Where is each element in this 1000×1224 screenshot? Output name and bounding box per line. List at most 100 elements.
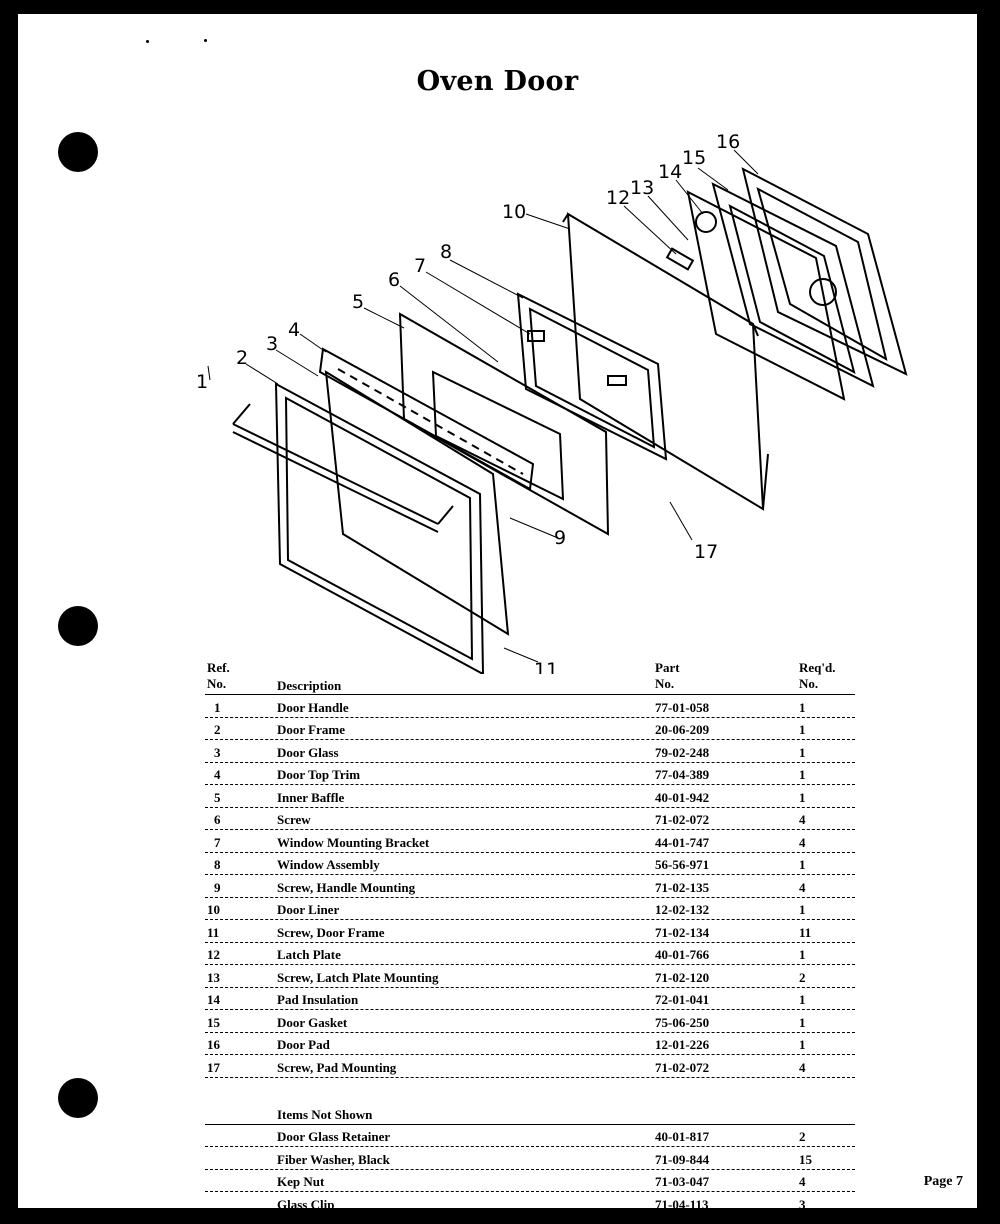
required-quantity: 3	[799, 1196, 806, 1209]
pad-insulation-part	[686, 190, 846, 401]
callout-10: 10	[502, 201, 526, 223]
part-description: Fiber Washer, Black	[277, 1151, 390, 1167]
part-description: Door Gasket	[277, 1014, 348, 1030]
items-not-shown-label: Items Not Shown	[277, 1106, 373, 1122]
header-qty-line1: Req'd.	[799, 660, 836, 675]
callout-15: 15	[682, 147, 706, 169]
part-description: Kep Nut	[277, 1174, 325, 1189]
header-description: Description	[277, 678, 342, 693]
door-pad-part	[741, 167, 908, 376]
door-frame-part	[274, 382, 485, 674]
part-number: 75-06-250	[655, 1014, 710, 1030]
required-quantity: 4	[799, 1059, 806, 1075]
ref-number: 16	[207, 1037, 220, 1052]
callout-3: 3	[266, 333, 278, 355]
required-quantity: 4	[799, 812, 806, 827]
ref-number: 6	[214, 812, 221, 827]
part-number: 71-02-072	[655, 812, 710, 827]
binder-hole-bottom	[58, 1078, 98, 1118]
required-quantity: 1	[799, 947, 806, 962]
door-handle-part	[232, 403, 454, 533]
part-number: 12-02-132	[655, 902, 710, 917]
part-number: 40-01-942	[655, 789, 710, 805]
scan-speck	[204, 39, 207, 42]
page-title: Oven Door	[416, 66, 579, 97]
part-description: Latch Plate	[277, 947, 341, 962]
part-description: Screw	[277, 812, 311, 827]
table-row: 16 Door Pad 12-01-226 1	[205, 1033, 855, 1055]
parts-table: Ref. No. Description Part No. Req'd. No.…	[205, 658, 855, 1208]
table-row: 5 Inner Baffle 40-01-942 1	[205, 785, 855, 808]
required-quantity: 15	[799, 1151, 812, 1167]
scan-speck	[146, 40, 149, 43]
part-description: Door Pad	[277, 1037, 330, 1052]
part-description: Inner Baffle	[277, 789, 345, 805]
part-description: Door Handle	[277, 699, 349, 715]
callout-2: 2	[236, 347, 248, 369]
part-number: 72-01-041	[655, 992, 710, 1007]
latch-plate-part	[665, 247, 695, 271]
door-glass-part	[324, 370, 510, 636]
part-description: Screw, Pad Mounting	[277, 1059, 397, 1075]
binder-hole-middle	[58, 606, 98, 646]
ref-number: 11	[207, 924, 220, 940]
required-quantity: 1	[799, 1014, 806, 1030]
part-description: Screw, Door Frame	[277, 924, 385, 940]
door-top-trim-part	[318, 347, 535, 491]
part-number: 77-04-389	[655, 767, 710, 782]
part-description: Door Glass	[277, 744, 339, 760]
callout-6: 6	[388, 269, 400, 291]
callout-17: 17	[694, 541, 718, 563]
part-description: Door Top Trim	[277, 767, 361, 782]
required-quantity: 1	[799, 744, 806, 760]
part-number: 12-01-226	[655, 1037, 710, 1052]
part-number: 44-01-747	[655, 834, 710, 850]
callout-5: 5	[352, 291, 364, 313]
ref-number: 4	[214, 767, 221, 782]
part-description: Window Mounting Bracket	[277, 834, 430, 850]
part-number: 71-04-113	[655, 1196, 709, 1209]
ref-number: 5	[214, 789, 221, 805]
callout-13: 13	[630, 177, 654, 199]
required-quantity: 11	[799, 924, 812, 940]
part-description: Window Assembly	[277, 857, 380, 872]
required-quantity: 4	[799, 879, 806, 895]
part-description: Door Glass Retainer	[277, 1129, 391, 1144]
table-row: 6 Screw 71-02-072 4	[205, 808, 855, 830]
parts-table-header: Ref. No. Description Part No. Req'd. No.	[205, 658, 855, 695]
window-assembly-part	[516, 292, 668, 461]
ref-number: 3	[214, 744, 221, 760]
part-number: 71-09-844	[655, 1151, 710, 1167]
binder-hole-top	[58, 132, 98, 172]
door-liner-part	[562, 212, 769, 511]
ref-number: 14	[207, 992, 220, 1007]
ref-number: 10	[207, 902, 220, 917]
required-quantity: 1	[799, 789, 806, 805]
inner-baffle-part	[398, 312, 610, 536]
part-description: Screw, Latch Plate Mounting	[277, 969, 439, 985]
items-not-shown-heading: Items Not Shown	[205, 1102, 855, 1125]
callout-14: 14	[658, 161, 682, 183]
required-quantity: 1	[799, 857, 806, 872]
required-quantity: 1	[799, 722, 806, 737]
required-quantity: 2	[799, 969, 806, 985]
required-quantity: 4	[799, 834, 806, 850]
callout-8: 8	[440, 241, 452, 263]
door-gasket-part	[711, 182, 875, 388]
required-quantity: 2	[799, 1129, 806, 1144]
required-quantity: 1	[799, 1037, 806, 1052]
part-description: Door Liner	[277, 902, 340, 917]
exploded-parts-diagram: 1 2 3 4 5 6 7 8 9 10 11 12 13 14 15 16 1…	[196, 131, 908, 674]
